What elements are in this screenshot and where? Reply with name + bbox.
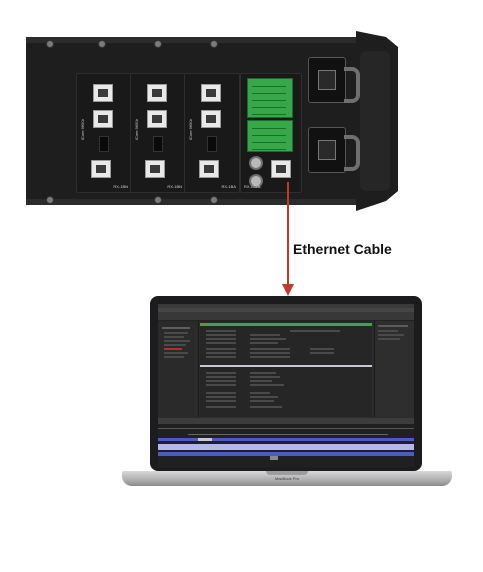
ethernet-cable-arrow <box>282 182 294 296</box>
ethernet-port-icon <box>147 110 167 128</box>
terminal-block-icon <box>247 120 293 152</box>
tree-panel <box>158 321 199 417</box>
screw-icon <box>210 40 218 48</box>
receiver-module: iCore 9650r RX-1BN <box>130 73 186 193</box>
power-inlet-icon <box>308 57 346 103</box>
screw-icon <box>210 196 218 204</box>
ethernet-port-icon <box>147 84 167 102</box>
timeline-toolbar <box>158 418 414 424</box>
laptop-lid <box>150 296 422 471</box>
screw-icon <box>46 40 54 48</box>
connection-label: Ethernet Cable <box>293 241 392 257</box>
highlight-row <box>200 365 372 367</box>
screw-icon <box>154 40 162 48</box>
bnc-connector-icon <box>249 174 263 188</box>
ethernet-port-icon <box>93 110 113 128</box>
app-toolbar <box>158 312 414 321</box>
module-label: RX-1BN <box>167 184 182 189</box>
app-title-bar <box>158 304 414 308</box>
ethernet-port-icon <box>93 84 113 102</box>
slot-icon <box>207 136 217 152</box>
screw-icon <box>98 40 106 48</box>
properties-panel <box>374 321 414 417</box>
ethernet-port-icon <box>201 84 221 102</box>
timeline-panel <box>158 424 414 467</box>
laptop-screen <box>158 304 414 467</box>
timeline-track <box>158 452 414 456</box>
terminal-block-icon <box>247 78 293 118</box>
screw-icon <box>154 196 162 204</box>
module-brand: iCore 9650r <box>80 119 85 140</box>
bnc-connector-icon <box>249 156 263 170</box>
handle-icon <box>344 67 360 103</box>
ethernet-port-icon <box>199 160 219 178</box>
ethernet-port-icon <box>271 160 291 178</box>
timeline-track <box>158 438 414 441</box>
ethernet-port-icon <box>145 160 165 178</box>
handle-icon <box>344 135 360 171</box>
module-label: RX-CTRL <box>244 184 262 189</box>
module-label: RX-1BA <box>221 184 236 189</box>
timeline-track <box>158 444 414 450</box>
power-inlet-icon <box>308 127 346 173</box>
module-label: RX-1BN <box>113 184 128 189</box>
laptop-base: MacBook Pro <box>122 471 452 486</box>
ethernet-port-icon <box>201 110 221 128</box>
control-module: RX-CTRL <box>240 73 302 193</box>
ethernet-port-icon <box>91 160 111 178</box>
app-menu-bar <box>158 308 414 312</box>
slot-icon <box>99 136 109 152</box>
hardware-chassis: iCore 9650r RX-1BN iCore 9650r RX-1BN iC… <box>26 31 398 211</box>
slot-icon <box>153 136 163 152</box>
receiver-module: iCore 9650r RX-1BN <box>76 73 132 193</box>
laptop-model-label: MacBook Pro <box>274 476 299 481</box>
selected-row <box>200 323 372 326</box>
screw-icon <box>46 196 54 204</box>
laptop-notch <box>266 471 308 475</box>
receiver-module: iCore 9650r RX-1BA <box>184 73 240 193</box>
event-list-panel <box>200 321 372 417</box>
module-brand: iCore 9650r <box>188 119 193 140</box>
module-brand: iCore 9650r <box>134 119 139 140</box>
